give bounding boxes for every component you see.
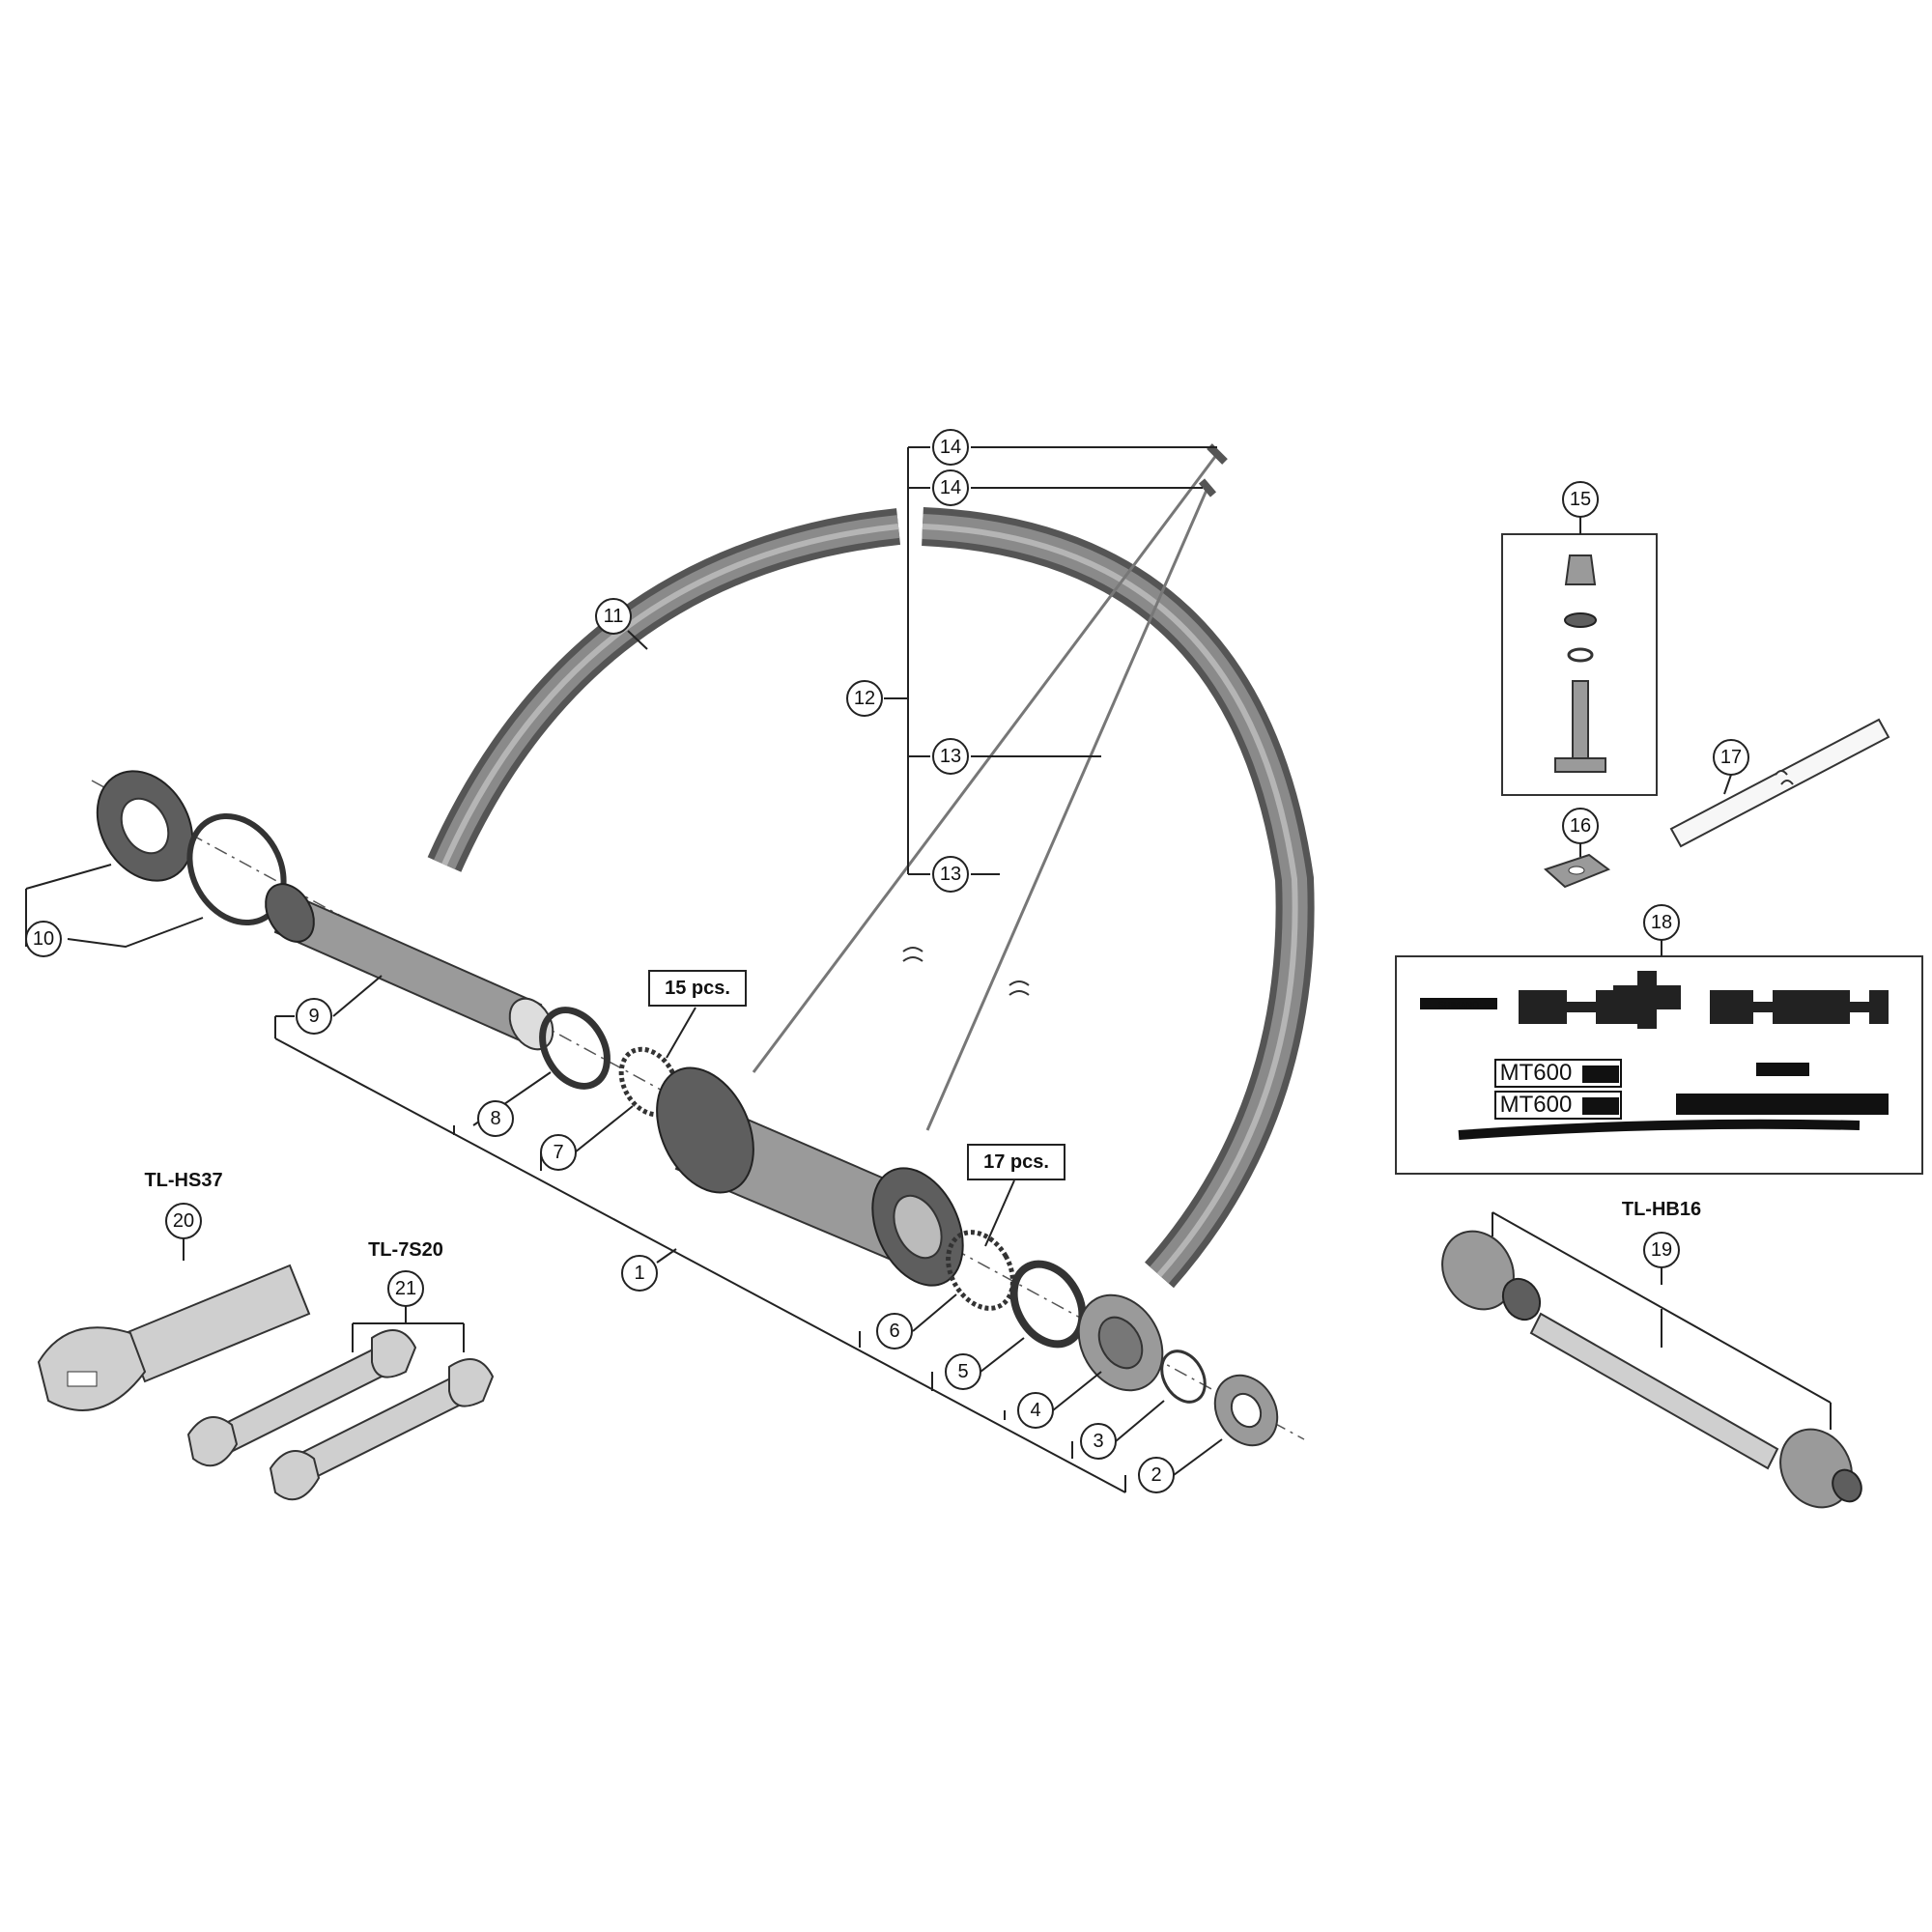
cone-wrenches [186,1329,495,1501]
callout-17: 17 [1713,739,1749,776]
callout-15: 15 [1562,481,1599,518]
callout-11: 11 [595,598,632,635]
callout-2: 2 [1138,1457,1175,1493]
lock-ring [96,770,287,926]
callout-11-label: 11 [604,606,624,627]
bearing-left [618,1046,680,1118]
qty-box-left: 15 pcs. [648,970,747,1007]
leader-lines [25,446,1832,1493]
qty-left-label: 15 pcs. [665,978,730,999]
callout-14-second: 14 [932,469,969,506]
decal-set: SHIMANO MT600 MT600 [1420,971,1889,1140]
callout-1: 1 [621,1255,658,1292]
callout-18: 18 [1643,904,1680,941]
callout-9-label: 9 [308,1006,319,1027]
rim [427,507,1315,1289]
callout-6: 6 [876,1313,913,1350]
callout-14-second-label: 14 [940,477,961,498]
callout-8: 8 [477,1100,514,1137]
callout-10-label: 10 [33,928,54,950]
o-ring [1160,1350,1207,1404]
hub-tool [1441,1230,1862,1509]
decal-set-box [1395,955,1923,1175]
qty-box-right: 17 pcs. [967,1144,1065,1180]
callout-6-label: 6 [889,1321,899,1342]
hub-axle [265,883,554,1051]
callout-14-top-label: 14 [940,437,961,458]
bearing-right [946,1230,1015,1311]
callout-8-label: 8 [490,1108,500,1129]
callout-14-top: 14 [932,429,969,466]
callout-19-label: 19 [1651,1239,1672,1261]
spokes [752,443,1228,1131]
callout-9: 9 [296,998,332,1035]
callout-7-label: 7 [553,1142,563,1163]
callout-1-label: 1 [634,1263,644,1284]
callout-20-label: 20 [173,1210,194,1232]
callout-16-label: 16 [1570,815,1591,837]
callout-4: 4 [1017,1392,1054,1429]
tool-name-tl-hs37: TL-HS37 [144,1170,222,1191]
callout-18-label: 18 [1651,912,1672,933]
tool-name-tl-hb16: TL-HB16 [1622,1199,1701,1220]
callout-10: 10 [25,921,62,957]
callout-5-label: 5 [957,1361,968,1382]
callout-13-upper: 13 [932,738,969,775]
callout-3-label: 3 [1093,1431,1103,1452]
valve-adapter [1544,853,1611,889]
callout-13-lower-label: 13 [940,864,961,885]
callout-3: 3 [1080,1423,1117,1460]
decal-model-text-1: MT600 [1500,1060,1573,1086]
qty-right-label: 17 pcs. [983,1151,1049,1173]
callout-19: 19 [1643,1232,1680,1268]
callout-4-label: 4 [1030,1400,1040,1421]
tool-name-tl-7s20: TL-7S20 [368,1239,443,1261]
decal-model-text-2: MT600 [1500,1092,1573,1118]
end-cap [1213,1374,1279,1447]
callout-13-upper-label: 13 [940,746,961,767]
callout-20: 20 [165,1203,202,1239]
callout-7: 7 [540,1134,577,1171]
callout-21: 21 [387,1270,424,1307]
tubeless-valve [1554,554,1606,773]
callout-15-label: 15 [1570,489,1591,510]
callout-13-lower: 13 [932,856,969,893]
callout-12-label: 12 [854,688,875,709]
callout-12: 12 [846,680,883,717]
callout-2-label: 2 [1151,1464,1161,1486]
callout-21-label: 21 [395,1278,416,1299]
callout-5: 5 [945,1353,981,1390]
callout-16: 16 [1562,808,1599,844]
callout-17-label: 17 [1720,747,1742,768]
rim-tape [1669,718,1890,848]
hub-washer-right [1009,1260,1087,1349]
hub-cone [1077,1293,1164,1392]
decal-brand-text: SHIMANO [1438,1000,1479,1009]
hub-washer-left [539,1007,611,1090]
hub-shell [656,1066,964,1287]
spoke-wrench [37,1264,311,1411]
